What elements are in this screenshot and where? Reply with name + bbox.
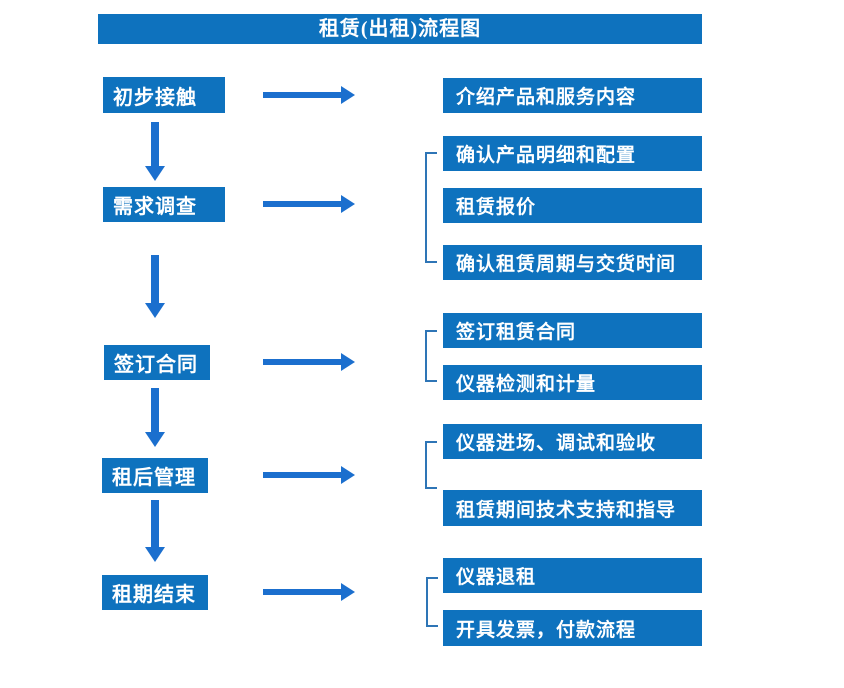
detail-box-tech-support: 租赁期间技术支持和指导 (443, 490, 702, 526)
step-box-initial-contact: 初步接触 (103, 77, 225, 113)
detail-box-instrument-testing: 仪器检测和计量 (443, 365, 702, 400)
detail-box-introduce-products: 介绍产品和服务内容 (443, 78, 702, 113)
arrow-right-icon (263, 472, 341, 478)
group-bracket-post-rental (425, 441, 437, 489)
detail-box-invoice-payment: 开具发票，付款流程 (443, 610, 702, 646)
arrow-down-icon (151, 122, 159, 166)
detail-box-sign-rental-contract: 签订租赁合同 (443, 313, 702, 348)
group-bracket-sign-contract (425, 330, 437, 382)
arrow-down-icon (151, 500, 159, 547)
arrow-right-icon (263, 201, 341, 207)
group-bracket-demand-survey (425, 152, 437, 263)
group-bracket-rental-end (426, 577, 438, 627)
arrow-right-icon (263, 92, 341, 98)
arrow-right-icon (263, 589, 341, 595)
detail-box-confirm-product-config: 确认产品明细和配置 (443, 136, 702, 171)
detail-box-instrument-setup-acceptance: 仪器进场、调试和验收 (443, 424, 702, 459)
detail-box-rental-quote: 租赁报价 (443, 188, 702, 223)
detail-box-confirm-period-delivery: 确认租赁周期与交货时间 (443, 245, 702, 280)
arrow-right-icon (263, 359, 341, 365)
arrow-down-icon (151, 388, 159, 432)
step-box-rental-end: 租期结束 (102, 575, 208, 610)
detail-box-instrument-return: 仪器退租 (443, 558, 702, 593)
step-box-demand-survey: 需求调查 (103, 187, 225, 222)
step-box-post-rental-management: 租后管理 (102, 458, 208, 493)
arrow-down-icon (151, 255, 159, 303)
flowchart-title: 租赁(出租)流程图 (98, 14, 702, 44)
step-box-sign-contract: 签订合同 (104, 345, 210, 380)
